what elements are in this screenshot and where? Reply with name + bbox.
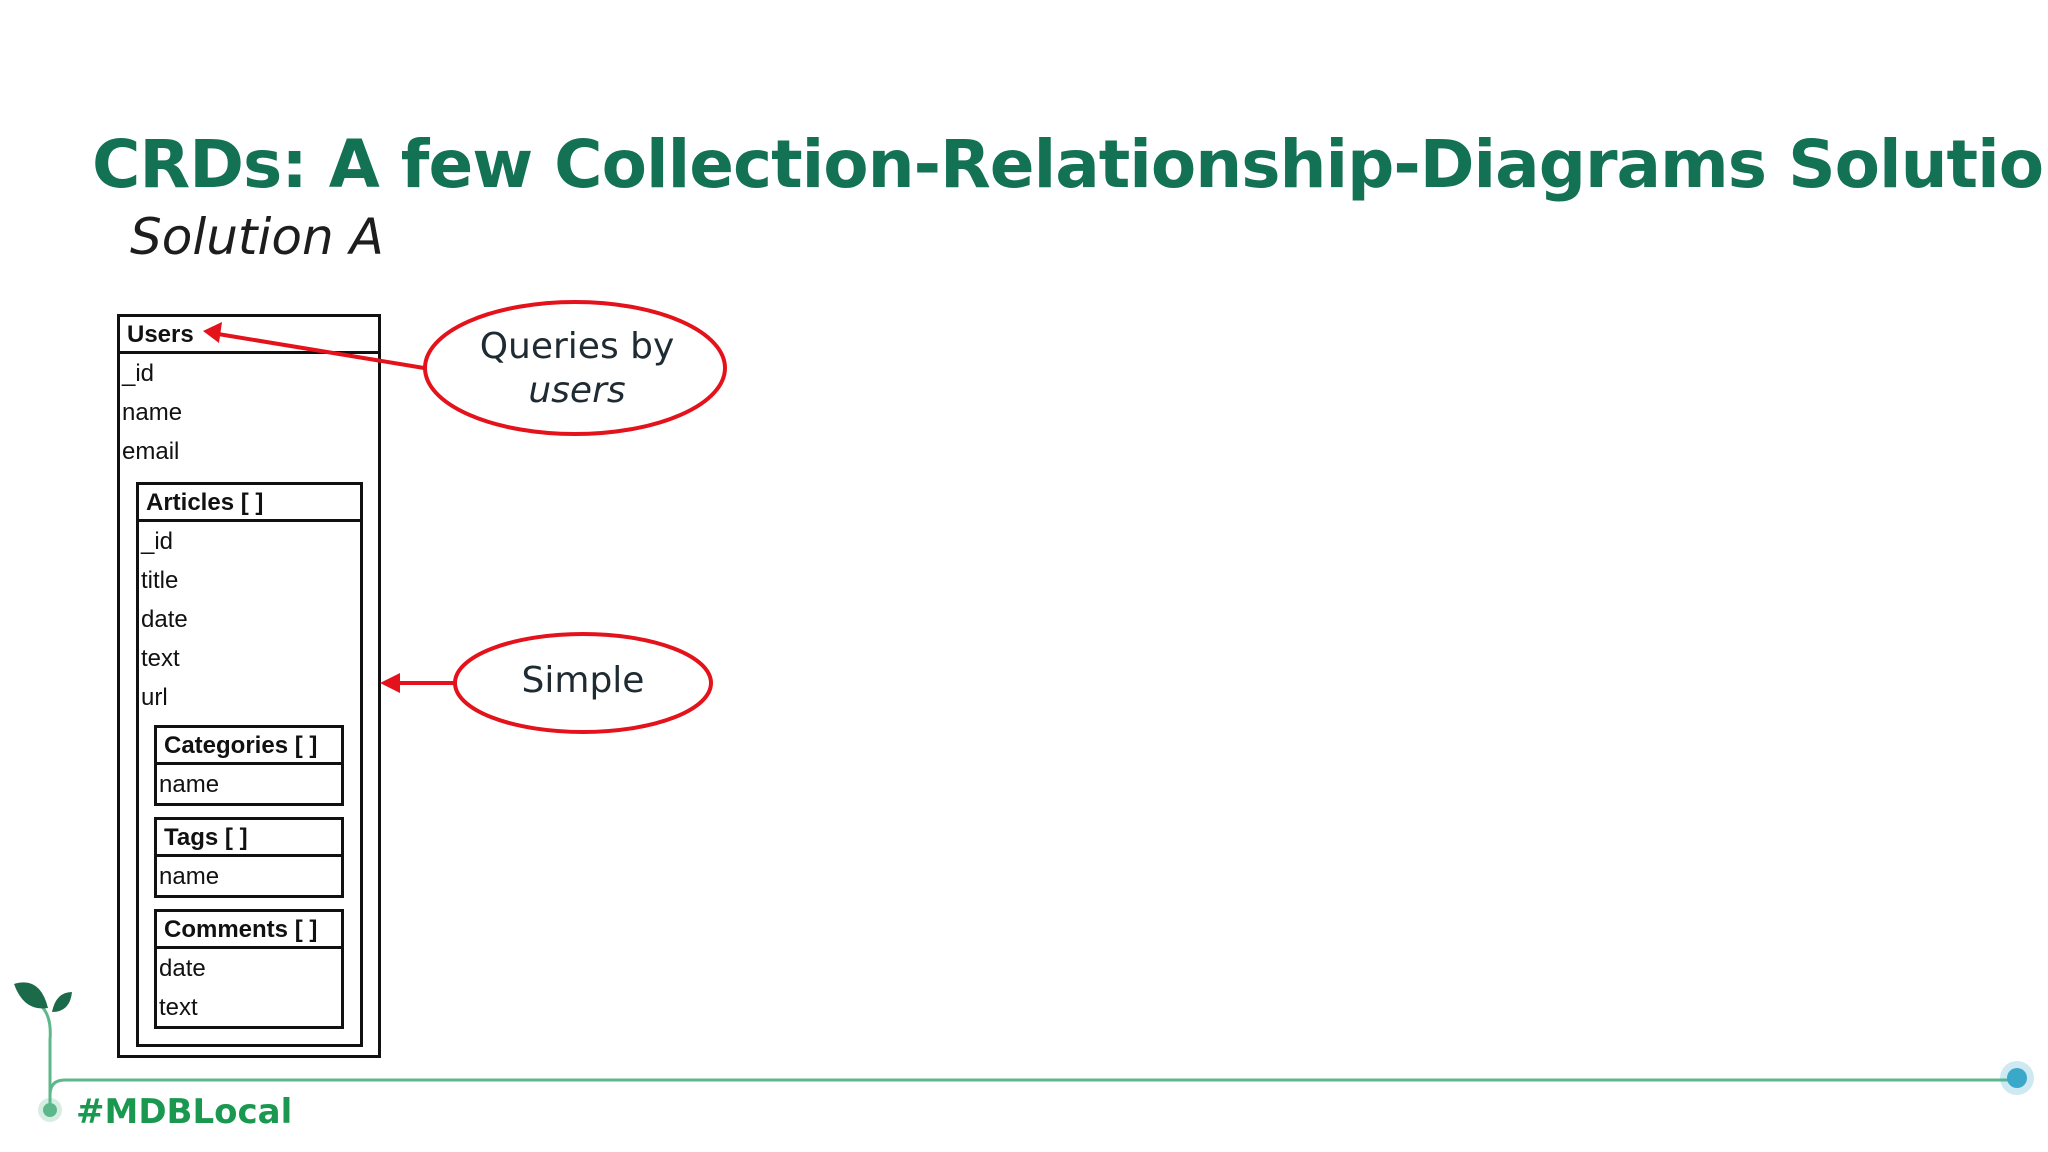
articles-field-text: text (141, 645, 180, 672)
queries-callout-ellipse (423, 300, 727, 436)
slide-subtitle: Solution A (130, 208, 384, 266)
categories-title: Categories [ ] (157, 728, 341, 765)
tags-box: Tags [ ] name (154, 817, 344, 898)
simple-callout-label: Simple (521, 660, 645, 701)
footer-hashtag: #MDBLocal (76, 1092, 293, 1132)
comments-box: Comments [ ] date text (154, 909, 344, 1029)
articles-field-title: title (141, 567, 179, 594)
queries-callout-line2: users (528, 370, 626, 411)
users-field-id: _id (122, 360, 155, 387)
categories-box: Categories [ ] name (154, 725, 344, 806)
articles-title: Articles [ ] (139, 485, 360, 522)
leaf-right-icon (52, 992, 72, 1012)
sprout-stem (48, 1078, 2010, 1110)
tags-field-name: name (159, 863, 220, 890)
footer-start-dot-halo (38, 1098, 62, 1122)
slide-title: CRDs: A few Collection-Relationship-Diag… (92, 126, 2048, 203)
leaf-left-icon (14, 982, 48, 1009)
simple-arrowhead (380, 673, 400, 693)
articles-field-id: _id (141, 528, 174, 555)
users-field-name: name (122, 399, 183, 426)
articles-field-date: date (141, 606, 188, 633)
articles-field-url: url (141, 684, 168, 711)
queries-callout-line1: Queries by (479, 326, 675, 367)
comments-field-date: date (159, 955, 206, 982)
users-field-email: email (122, 438, 180, 465)
comments-field-text: text (159, 994, 198, 1021)
users-title: Users (120, 317, 378, 354)
comments-title: Comments [ ] (157, 912, 341, 949)
sprout-stem-upper (38, 1003, 52, 1095)
footer-start-dot (43, 1103, 57, 1117)
tags-title: Tags [ ] (157, 820, 341, 857)
queries-arrow (211, 331, 425, 370)
queries-arrowhead (203, 322, 222, 343)
footer-end-dot (2007, 1068, 2027, 1088)
categories-field-name: name (159, 771, 220, 798)
